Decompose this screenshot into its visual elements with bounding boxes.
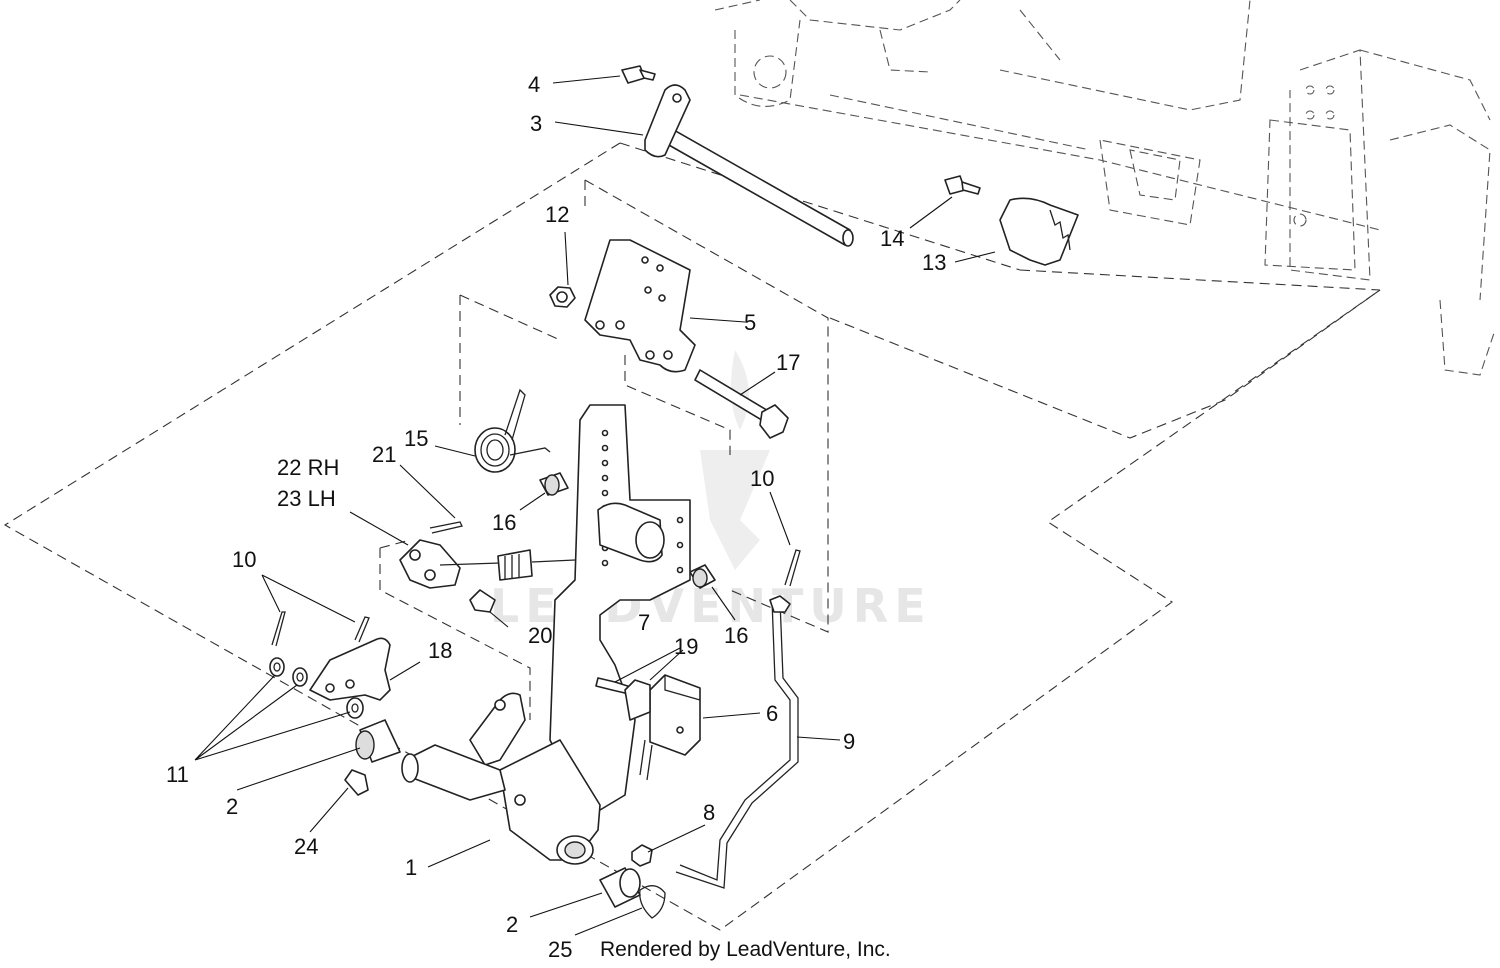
callout-23-lh: 23 LH — [277, 486, 336, 511]
callout-17: 17 — [776, 350, 800, 375]
callout-8: 8 — [703, 800, 715, 825]
part-11-washers — [269, 657, 364, 719]
callout-25: 25 — [548, 937, 572, 962]
callout-13: 13 — [922, 250, 946, 275]
callout-10-left: 10 — [232, 547, 256, 572]
part-6-switch — [639, 674, 701, 781]
leader-lines — [194, 75, 996, 936]
part-2-bushing-lower — [599, 867, 641, 908]
part-2-bushing-upper — [355, 719, 401, 763]
callout-21: 21 — [372, 442, 396, 467]
part-10-cotter-pins — [271, 549, 801, 647]
part-5-bracket — [584, 239, 696, 373]
callout-7: 7 — [638, 610, 650, 635]
part-18-link-plate — [309, 637, 391, 701]
callout-16-upper: 16 — [492, 510, 516, 535]
render-credit: Rendered by LeadVenture, Inc. — [600, 938, 891, 961]
part-24-grease-fitting — [344, 769, 369, 796]
callout-9: 9 — [843, 729, 855, 754]
callout-12: 12 — [545, 202, 569, 227]
part-19-bracket — [624, 679, 651, 721]
callout-10-right: 10 — [750, 466, 774, 491]
callout-11: 11 — [166, 762, 189, 787]
part-13-pedal-pad — [999, 197, 1079, 266]
callout-16-lower: 16 — [724, 623, 748, 648]
part-16-bushing-upper — [539, 472, 569, 496]
callout-14: 14 — [880, 226, 904, 251]
callout-4: 4 — [528, 72, 540, 97]
callout-labels: 4 3 12 5 17 14 13 15 21 22 RH 23 LH 16 1… — [166, 72, 946, 962]
callout-6: 6 — [766, 701, 778, 726]
part-12-nut — [549, 286, 576, 308]
part-1-pedal-lever — [401, 404, 691, 865]
callout-20: 20 — [528, 623, 552, 648]
callout-19: 19 — [674, 634, 698, 659]
callout-2-upper: 2 — [226, 794, 238, 819]
callout-3: 3 — [530, 111, 542, 136]
part-22-23-clevis — [399, 539, 576, 589]
part-20-pin — [469, 589, 496, 613]
callout-24: 24 — [294, 834, 318, 859]
part-3-pivot-shaft — [644, 84, 854, 247]
part-8-nut — [631, 844, 653, 867]
part-4-bolt — [621, 65, 656, 84]
watermark-logo-icon — [700, 350, 770, 570]
part-14-bolt — [944, 175, 981, 195]
callout-1: 1 — [405, 855, 417, 880]
part-16-bushing-lower — [689, 564, 716, 589]
callout-15: 15 — [404, 426, 428, 451]
part-21-cotter — [429, 521, 463, 534]
machine-frame-phantom — [714, 0, 1496, 376]
callout-2-lower: 2 — [506, 912, 518, 937]
part-15-torsion-spring — [474, 388, 551, 473]
callout-18: 18 — [428, 638, 452, 663]
callout-22-rh: 22 RH — [277, 455, 339, 480]
part-9-rod — [675, 595, 799, 889]
part-25-ring — [639, 885, 666, 919]
callout-5: 5 — [744, 310, 756, 335]
part-17-bolt — [694, 369, 789, 439]
assembly-boundaries — [3, 142, 1381, 931]
